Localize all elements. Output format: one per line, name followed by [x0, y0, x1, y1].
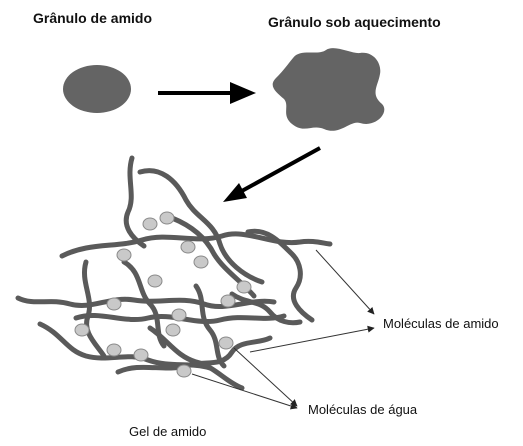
starch-strand: [82, 259, 107, 359]
water-molecule: [133, 348, 149, 362]
water-molecules-pointers: [191, 347, 298, 410]
water-molecule: [165, 323, 181, 337]
water-molecules-label: Moléculas de água: [308, 402, 418, 417]
water-molecule: [116, 248, 132, 262]
water-molecule: [171, 308, 187, 322]
arrow-to-heated-granule: [158, 82, 256, 104]
water-molecule: [106, 297, 122, 311]
starch-strand: [193, 283, 227, 369]
starch-strand: [59, 231, 333, 259]
water-molecule: [159, 211, 175, 225]
water-molecule: [220, 294, 236, 308]
starch-strand: [37, 321, 213, 371]
starch-strand: [245, 228, 315, 323]
starch-molecules-label: Moléculas de amido: [383, 316, 499, 331]
water-molecule: [147, 274, 163, 288]
starch-strand: [147, 325, 245, 391]
swollen-granule: [272, 48, 385, 131]
starch-strand: [137, 168, 265, 285]
granule-label: Grânulo de amido: [33, 10, 153, 26]
water-molecule: [193, 255, 209, 269]
starch-granule: [63, 65, 131, 113]
starch-strand: [123, 155, 147, 249]
water-molecule: [176, 364, 192, 378]
starch-molecules-pointers: [249, 249, 375, 353]
gel-label: Gel de amido: [129, 424, 207, 439]
water-molecules: [74, 211, 252, 378]
starch-strand: [115, 335, 273, 375]
starch-molecule-network: [15, 155, 333, 391]
arrow-to-gel: [223, 146, 321, 202]
water-molecule: [106, 343, 122, 357]
water-molecule: [142, 217, 158, 231]
heated-granule-label: Grânulo sob aquecimento: [268, 14, 441, 30]
water-molecule: [74, 323, 90, 337]
water-molecule: [218, 336, 234, 350]
water-molecule: [180, 240, 196, 254]
water-molecule: [236, 280, 252, 294]
starch-strand: [229, 291, 303, 326]
